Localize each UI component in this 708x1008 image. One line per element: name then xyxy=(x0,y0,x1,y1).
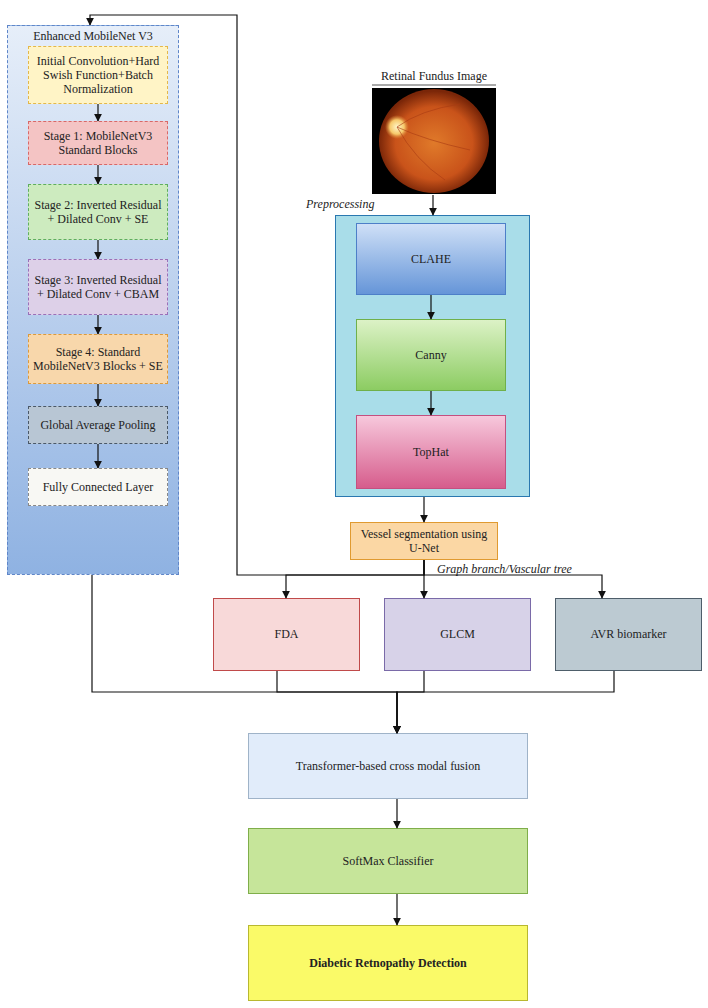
flow-arrow xyxy=(397,671,424,733)
feature-box: AVR biomarker xyxy=(555,598,702,671)
flow-arrow xyxy=(423,497,424,522)
node-label: FDA xyxy=(270,627,302,641)
node-label: Global Average Pooling xyxy=(36,418,159,432)
node-label: Stage 3: Inverted Residual + Dilated Con… xyxy=(29,273,167,301)
flow-arrow xyxy=(97,384,98,406)
flow-arrow xyxy=(396,799,397,828)
process-box: SoftMax Classifier xyxy=(248,828,528,894)
process-box: Initial Convolution+Hard Swish Function+… xyxy=(28,46,168,104)
flow-arrow xyxy=(97,240,98,259)
node-label: AVR biomarker xyxy=(586,627,670,641)
fundus-background xyxy=(372,88,496,194)
node-label: Stage 2: Inverted Residual + Dilated Con… xyxy=(29,198,167,226)
node-label: Canny xyxy=(411,348,450,362)
process-box: Stage 3: Inverted Residual + Dilated Con… xyxy=(28,259,168,315)
encoder-panel: Enhanced MobileNet V3 Initial Convolution… xyxy=(7,25,179,575)
process-box: Stage 2: Inverted Residual + Dilated Con… xyxy=(28,184,168,240)
node-label: Preprocessing xyxy=(302,197,378,211)
process-box: Vessel segmentation using U-Net xyxy=(350,522,498,560)
process-box: TopHat xyxy=(356,415,506,489)
process-box: Canny xyxy=(356,319,506,391)
process-box: Fully Connected Layer xyxy=(28,468,168,506)
flow-arrow xyxy=(92,575,397,733)
feature-box: GLCM xyxy=(384,598,531,671)
flow-arrow xyxy=(396,894,397,925)
node-label: Vessel segmentation using U-Net xyxy=(351,527,497,555)
node-label: Initial Convolution+Hard Swish Function+… xyxy=(29,54,167,96)
output-box: Diabetic Retnopathy Detection xyxy=(248,925,528,1001)
flow-arrow xyxy=(97,165,98,184)
node-label: SoftMax Classifier xyxy=(339,854,438,868)
process-box: CLAHE xyxy=(356,223,506,295)
process-box: Stage 1: MobileNetV3 Standard Blocks xyxy=(28,121,168,165)
process-box: Transformer-based cross modal fusion xyxy=(248,733,528,799)
node-label: Enhanced MobileNet V3 xyxy=(8,29,178,43)
node-label: Fully Connected Layer xyxy=(39,480,158,494)
node-label: Retinal Fundus Image xyxy=(365,69,503,83)
flow-arrow xyxy=(97,104,98,121)
image-node: Retinal Fundus Image xyxy=(365,66,503,195)
flow-arrow xyxy=(432,195,433,215)
node-label: Diabetic Retnopathy Detection xyxy=(305,956,470,970)
node-label: GLCM xyxy=(436,627,479,641)
flow-arrow xyxy=(277,671,397,733)
flow-arrow xyxy=(97,444,98,468)
node-label: Stage 4: Standard MobileNetV3 Blocks + S… xyxy=(29,345,167,373)
node-label: CLAHE xyxy=(407,252,455,266)
node-label: Stage 1: MobileNetV3 Standard Blocks xyxy=(29,129,167,157)
flow-arrow xyxy=(424,560,602,598)
flow-arrow xyxy=(430,391,431,415)
flow-arrow xyxy=(397,671,614,733)
process-box: Stage 4: Standard MobileNetV3 Blocks + S… xyxy=(28,334,168,384)
node-label: Transformer-based cross modal fusion xyxy=(292,759,484,773)
title-rule xyxy=(372,85,496,86)
process-box: Global Average Pooling xyxy=(28,406,168,444)
flow-arrow xyxy=(286,560,424,598)
feature-box: FDA xyxy=(213,598,360,671)
node-label: TopHat xyxy=(409,445,453,459)
preprocessing-panel: PreprocessingCLAHECannyTopHat xyxy=(335,215,530,497)
flow-arrow xyxy=(430,295,431,319)
flow-arrow xyxy=(97,315,98,334)
fundus-retina xyxy=(379,89,489,193)
fundus-vessels xyxy=(397,104,470,180)
